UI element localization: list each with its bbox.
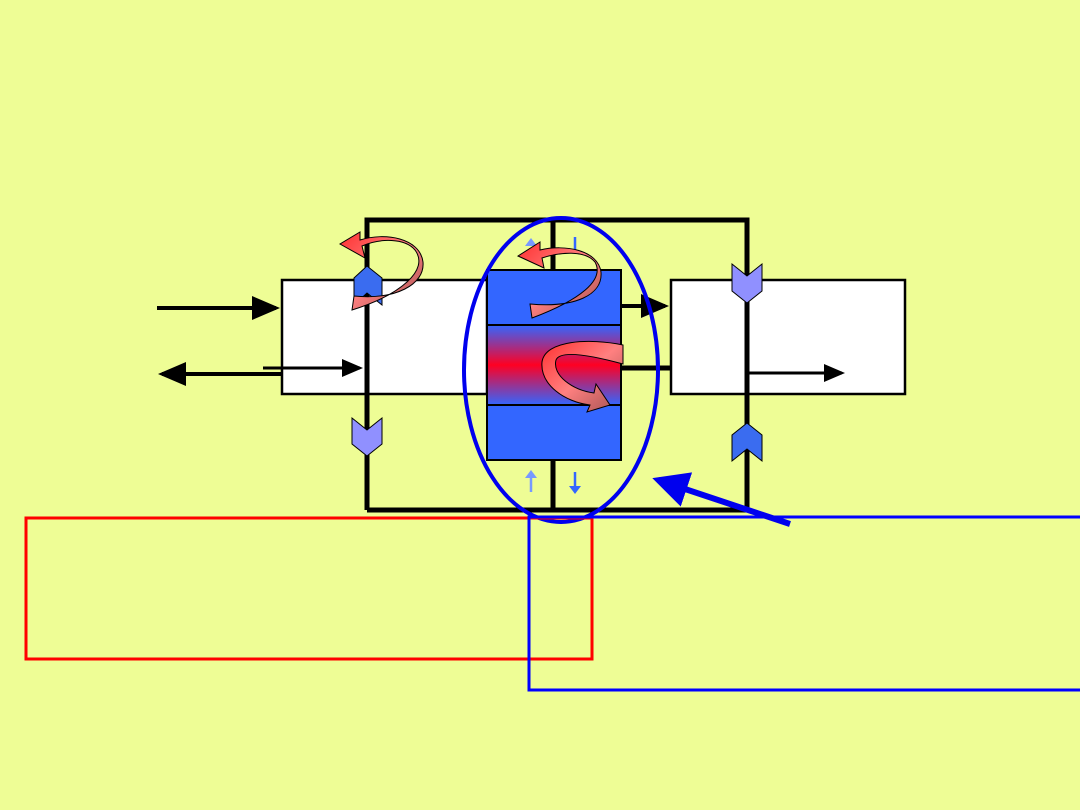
- curved-heat-arrow-icon: [339, 231, 424, 311]
- right-chamber: [669, 278, 907, 396]
- valve-up-icon: [731, 422, 763, 463]
- valve-down-icon: [731, 262, 763, 304]
- pointer-arrow: [652, 472, 791, 527]
- valve-down-icon: [351, 416, 383, 457]
- red-text-box: [24, 516, 594, 661]
- small-flow-arrows: [525, 237, 581, 494]
- pipe-frame: [364, 217, 750, 513]
- flow-arrows: [157, 294, 845, 386]
- curved-heat-arrow-icon: [516, 241, 602, 319]
- left-chamber: [280, 278, 489, 396]
- exchange-cell: [486, 269, 622, 461]
- highlight-ellipse: [462, 216, 660, 524]
- curved-heat-arrow-icon: [541, 340, 624, 413]
- blue-text-box: [527, 515, 1080, 692]
